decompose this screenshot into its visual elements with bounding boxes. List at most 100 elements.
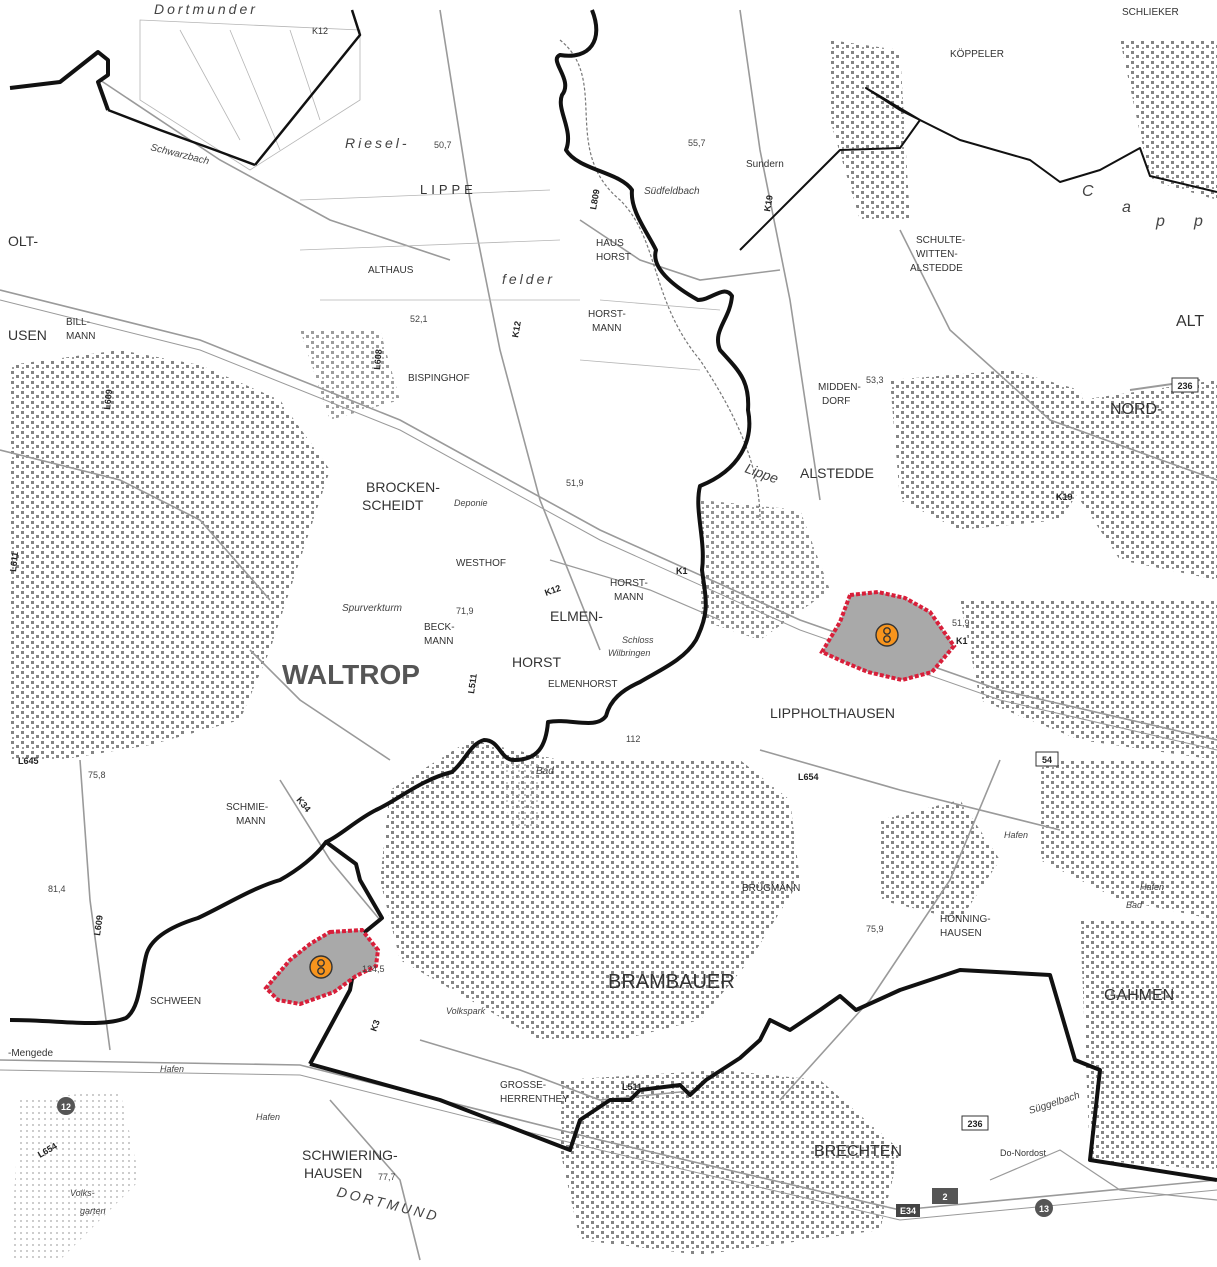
svg-text:L611: L611 — [8, 551, 20, 572]
svg-text:Schloss: Schloss — [622, 635, 654, 645]
svg-text:SCHEIDT: SCHEIDT — [362, 497, 424, 513]
svg-text:81,4: 81,4 — [48, 884, 66, 894]
svg-text:OLT-: OLT- — [8, 233, 38, 249]
svg-text:MIDDEN-: MIDDEN- — [818, 382, 861, 393]
svg-text:HÖNNING-: HÖNNING- — [940, 913, 991, 925]
svg-text:50,7: 50,7 — [434, 140, 452, 150]
svg-text:ALTHAUS: ALTHAUS — [368, 265, 414, 276]
svg-text:Hafen: Hafen — [160, 1064, 184, 1074]
svg-text:LIPPHOLTHAUSEN: LIPPHOLTHAUSEN — [770, 705, 895, 721]
svg-text:MANN: MANN — [66, 331, 95, 342]
lippe-river — [559, 39, 761, 521]
svg-text:75,9: 75,9 — [866, 924, 884, 934]
power-plant-marker-icon[interactable] — [875, 623, 899, 647]
svg-text:WALTROP: WALTROP — [282, 659, 420, 690]
junction-12: 12 — [57, 1097, 75, 1115]
svg-text:BRÜGMANN: BRÜGMANN — [742, 882, 800, 894]
svg-text:51,9: 51,9 — [952, 618, 970, 628]
svg-text:53,3: 53,3 — [866, 375, 884, 385]
svg-text:GROSSE-: GROSSE- — [500, 1080, 546, 1091]
shield-b236-bottom: 236 — [961, 1115, 989, 1131]
svg-text:124,5: 124,5 — [362, 964, 385, 974]
svg-text:p: p — [1155, 213, 1165, 230]
svg-text:SCHULTE-: SCHULTE- — [916, 235, 965, 246]
svg-text:L608: L608 — [372, 349, 384, 370]
svg-text:SCHWIERING-: SCHWIERING- — [302, 1147, 398, 1163]
settlement-areas — [10, 40, 1217, 1260]
svg-text:felder: felder — [502, 271, 555, 287]
svg-text:Hafen: Hafen — [1004, 830, 1028, 840]
svg-text:L511: L511 — [622, 1082, 642, 1092]
svg-text:236: 236 — [967, 1119, 982, 1129]
svg-text:BISPINGHOF: BISPINGHOF — [408, 373, 470, 384]
svg-text:WITTEN-: WITTEN- — [916, 249, 958, 260]
svg-text:Volkspark: Volkspark — [446, 1006, 486, 1016]
svg-text:GAHMEN: GAHMEN — [1104, 987, 1174, 1004]
road-shields: 236 54 236 2 E34 12 13 — [57, 377, 1199, 1217]
svg-text:MANN: MANN — [424, 636, 453, 647]
svg-text:BROCKEN-: BROCKEN- — [366, 479, 440, 495]
svg-text:ALSTEDDE: ALSTEDDE — [910, 263, 963, 274]
svg-text:HORST-: HORST- — [588, 309, 626, 320]
elevation-labels: 50,7 55,7 52,1 53,3 51,9 71,9 51,9 75,8 … — [48, 138, 970, 1182]
svg-text:C: C — [1082, 183, 1094, 200]
svg-text:Dortmunder: Dortmunder — [154, 1, 258, 17]
svg-text:71,9: 71,9 — [456, 606, 474, 616]
svg-text:77,7: 77,7 — [378, 1172, 396, 1182]
shield-b236-top: 236 — [1171, 377, 1199, 393]
svg-text:13: 13 — [1039, 1204, 1049, 1214]
site-south[interactable] — [263, 927, 381, 1007]
svg-text:K3: K3 — [368, 1018, 381, 1032]
place-labels: Dortmunder K12 SCHLIEKER KÖPPELER Riesel… — [8, 1, 1204, 1224]
svg-text:K1: K1 — [956, 636, 968, 646]
field-paths — [139, 19, 721, 371]
svg-text:52,1: 52,1 — [410, 314, 428, 324]
svg-text:SCHMIE-: SCHMIE- — [226, 802, 268, 813]
svg-text:L609: L609 — [102, 389, 114, 410]
svg-text:Do-Nordost: Do-Nordost — [1000, 1148, 1047, 1158]
svg-text:LIPPE: LIPPE — [420, 182, 477, 197]
svg-text:L654: L654 — [798, 772, 819, 782]
shield-a2: 2 — [932, 1188, 958, 1204]
svg-text:Deponie: Deponie — [454, 498, 488, 508]
svg-text:BRAMBAUER: BRAMBAUER — [608, 971, 735, 993]
svg-text:HORST: HORST — [512, 654, 561, 670]
svg-text:NORD-: NORD- — [1110, 401, 1162, 418]
svg-text:MANN: MANN — [592, 323, 621, 334]
svg-text:K12: K12 — [510, 320, 523, 338]
svg-text:p: p — [1193, 213, 1203, 230]
svg-text:Bad: Bad — [536, 766, 554, 777]
svg-text:K1: K1 — [676, 566, 688, 576]
site-north[interactable] — [819, 589, 957, 683]
svg-text:Südfeldbach: Südfeldbach — [644, 186, 700, 197]
svg-text:51,9: 51,9 — [566, 478, 584, 488]
svg-text:K19: K19 — [762, 194, 775, 212]
svg-text:75,8: 75,8 — [88, 770, 106, 780]
svg-text:MANN: MANN — [614, 592, 643, 603]
svg-text:Hafen: Hafen — [1140, 882, 1164, 892]
shield-e34: E34 — [896, 1204, 920, 1217]
svg-text:HAUS: HAUS — [596, 238, 624, 249]
svg-text:BILL-: BILL- — [66, 317, 90, 328]
svg-text:Volks-: Volks- — [70, 1188, 95, 1198]
svg-text:-Mengede: -Mengede — [8, 1048, 53, 1059]
svg-text:WESTHOF: WESTHOF — [456, 558, 506, 569]
svg-text:Hafen: Hafen — [256, 1112, 280, 1122]
svg-text:ALSTEDDE: ALSTEDDE — [800, 465, 874, 481]
svg-text:BRECHTEN: BRECHTEN — [814, 1143, 902, 1160]
svg-text:Wilbringen: Wilbringen — [608, 648, 650, 658]
svg-text:DORF: DORF — [822, 396, 850, 407]
svg-text:HAUSEN: HAUSEN — [304, 1165, 362, 1181]
svg-text:Sundern: Sundern — [746, 159, 784, 170]
svg-text:HAUSEN: HAUSEN — [940, 928, 982, 939]
svg-text:Bad: Bad — [1126, 900, 1143, 910]
svg-text:K19: K19 — [1056, 492, 1073, 502]
power-plant-marker-icon[interactable] — [309, 955, 333, 979]
svg-text:112: 112 — [626, 734, 640, 744]
svg-text:ALT: ALT — [1176, 313, 1204, 330]
svg-text:HERRENTHEY: HERRENTHEY — [500, 1094, 569, 1105]
svg-text:ELMEN-: ELMEN- — [550, 608, 603, 624]
svg-text:HORST: HORST — [596, 252, 631, 263]
svg-text:L645: L645 — [18, 756, 39, 766]
